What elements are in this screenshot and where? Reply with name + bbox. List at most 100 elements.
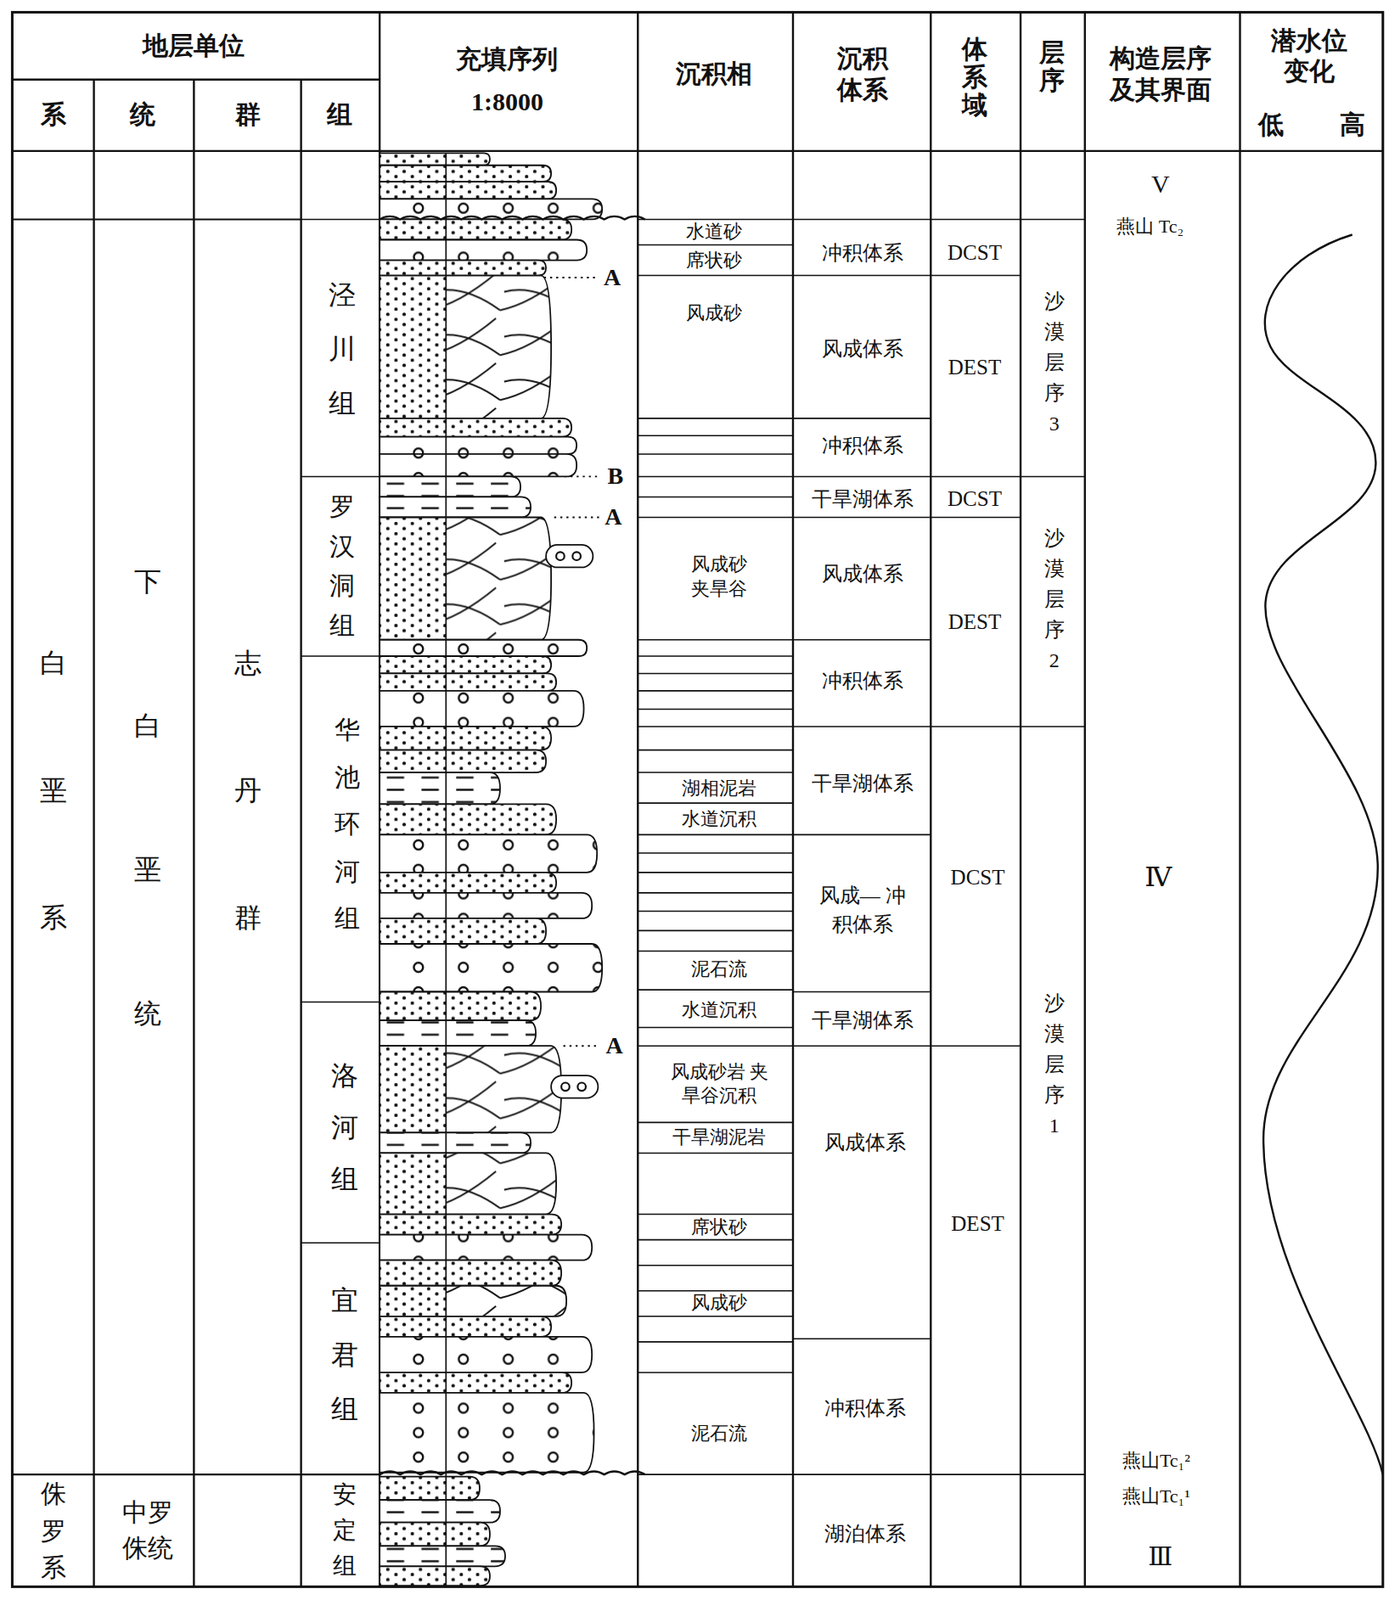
grid-line xyxy=(637,690,793,692)
lithology-layer xyxy=(379,152,490,165)
table-cell-text: 干旱湖体系 xyxy=(811,488,914,511)
leader-line xyxy=(563,1045,601,1047)
grid-line xyxy=(792,725,931,728)
grid-line xyxy=(930,275,1021,277)
gravel-symbol xyxy=(556,551,565,561)
lithology-layer xyxy=(379,1477,480,1502)
lithology-layer xyxy=(379,1523,490,1547)
table-cell-text: 冲积体系 xyxy=(821,434,904,457)
grid-line xyxy=(301,1242,381,1244)
lithology-fill xyxy=(379,1286,446,1317)
grid-line xyxy=(637,852,793,855)
lithology-fill xyxy=(379,834,597,872)
grid-line xyxy=(637,1473,793,1476)
grid-line xyxy=(637,725,793,728)
grid-line xyxy=(637,802,793,805)
table-cell-text: DEST xyxy=(948,355,1002,380)
table-cell-text: 泥石流 xyxy=(691,1423,748,1445)
layer-outline xyxy=(379,1132,531,1153)
layer-outline xyxy=(379,1260,562,1287)
table-cell-text: 冲积体系 xyxy=(824,1397,906,1420)
table-cell-text: A xyxy=(603,264,621,292)
layer-outline xyxy=(379,1316,552,1338)
lithology-fill xyxy=(379,219,572,240)
lithology-fill xyxy=(379,772,501,805)
table-cell-text: 中罗侏统 xyxy=(121,1495,175,1567)
layer-outline xyxy=(379,673,557,691)
table-cell-text: 湖相泥岩 xyxy=(681,778,757,799)
grid-line xyxy=(637,244,793,247)
lithology-fill xyxy=(379,275,446,419)
gravel-symbol xyxy=(572,551,581,561)
lithology-fill xyxy=(379,1045,446,1133)
layer-outline xyxy=(379,1235,592,1261)
grid-line xyxy=(1084,11,1086,1587)
table-cell-text: B xyxy=(607,463,624,490)
table-cell-text: 泾川组 xyxy=(328,267,356,431)
layer-outline xyxy=(379,1045,562,1133)
layer-outline xyxy=(379,1020,536,1046)
grid-line xyxy=(637,1214,793,1216)
grid-line xyxy=(301,219,381,221)
lithology-layer xyxy=(379,517,552,640)
layer-outline xyxy=(379,1286,567,1317)
table-cell-text: 干旱湖体系 xyxy=(811,772,914,795)
lithology-fill xyxy=(379,1045,446,1133)
lithology-fill xyxy=(379,1500,501,1523)
lithology-layer xyxy=(379,496,531,518)
grid-line xyxy=(637,275,793,277)
grid-line xyxy=(792,476,931,478)
lithology-layer xyxy=(379,418,572,438)
lithology-layer xyxy=(379,1286,567,1317)
lithology-layer xyxy=(379,1393,594,1474)
lithology-fill xyxy=(379,1286,567,1317)
layer-outline xyxy=(379,1214,562,1236)
lithology-fill xyxy=(379,517,446,640)
table-cell-text: 地层单位 xyxy=(142,30,245,62)
lithology-fill xyxy=(379,750,546,773)
lithology-fill xyxy=(379,1152,446,1215)
lithology-layer xyxy=(379,673,557,691)
grid-line xyxy=(637,655,793,658)
table-cell-text: V xyxy=(1151,169,1170,198)
unconformity xyxy=(379,216,646,220)
lithology-fill xyxy=(379,992,541,1022)
table-cell-text: A xyxy=(606,1033,624,1060)
grid-line xyxy=(637,673,793,675)
lithology-fill xyxy=(379,275,446,419)
grid-line xyxy=(1238,11,1241,1587)
lithology-fill xyxy=(379,1020,536,1046)
lithology-layer xyxy=(379,834,597,872)
lithology-fill xyxy=(379,418,572,438)
grid-line xyxy=(637,1372,793,1374)
table-cell-text: 白垩系 xyxy=(39,599,68,983)
table-cell-text: 冲积体系 xyxy=(821,669,904,692)
lithology-layer xyxy=(379,726,552,751)
grid-line xyxy=(637,950,793,953)
lithology-fill xyxy=(379,1235,592,1261)
table-cell-text: DEST xyxy=(948,611,1002,636)
table-cell-text: 下白垩统 xyxy=(134,510,162,1086)
layer-outline xyxy=(379,181,557,199)
table-cell-text: 燕山 Tc₂ xyxy=(1116,216,1184,237)
lithology-fill xyxy=(379,640,587,657)
table-cell-text: 干旱湖泥岩 xyxy=(672,1127,766,1148)
layer-outline xyxy=(379,804,557,835)
lithology-layer xyxy=(379,437,577,455)
table-cell-text: 充填序列 xyxy=(455,44,558,75)
table-cell-text: 水道沉积 xyxy=(681,1000,757,1021)
lithology-layer xyxy=(379,1337,592,1373)
lithology-fill xyxy=(379,496,531,518)
lithology-layer xyxy=(379,1132,531,1153)
layer-outline xyxy=(379,152,490,165)
lithology-fill xyxy=(379,918,546,945)
grid-line xyxy=(192,79,195,1588)
unconformity xyxy=(379,1472,646,1476)
grid-line xyxy=(1020,1473,1086,1476)
grid-line xyxy=(301,476,381,478)
grid-line xyxy=(637,771,793,774)
lithology-layer xyxy=(379,1546,506,1567)
grid-line xyxy=(930,725,1021,728)
layer-outline xyxy=(379,834,597,872)
